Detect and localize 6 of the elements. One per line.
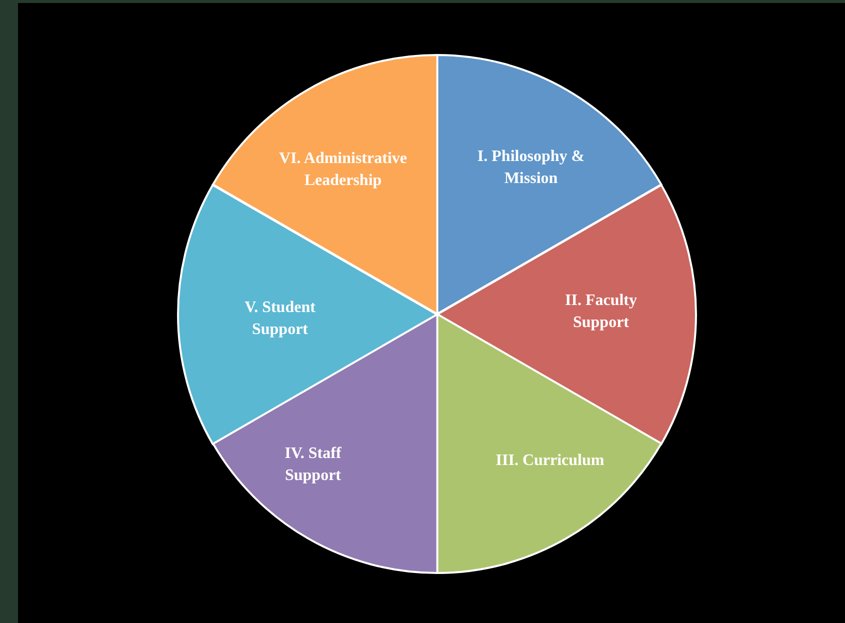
segment-label: II. Faculty Support — [564, 291, 638, 333]
segment-label: I. Philosophy & Mission — [476, 147, 586, 189]
segment-label: IV. Staff Support — [284, 444, 342, 486]
segment-label: III. Curriculum — [494, 451, 606, 471]
segment-label: VI. Administrative Leadership — [278, 149, 408, 191]
segment-label: V. Student Support — [244, 298, 316, 340]
